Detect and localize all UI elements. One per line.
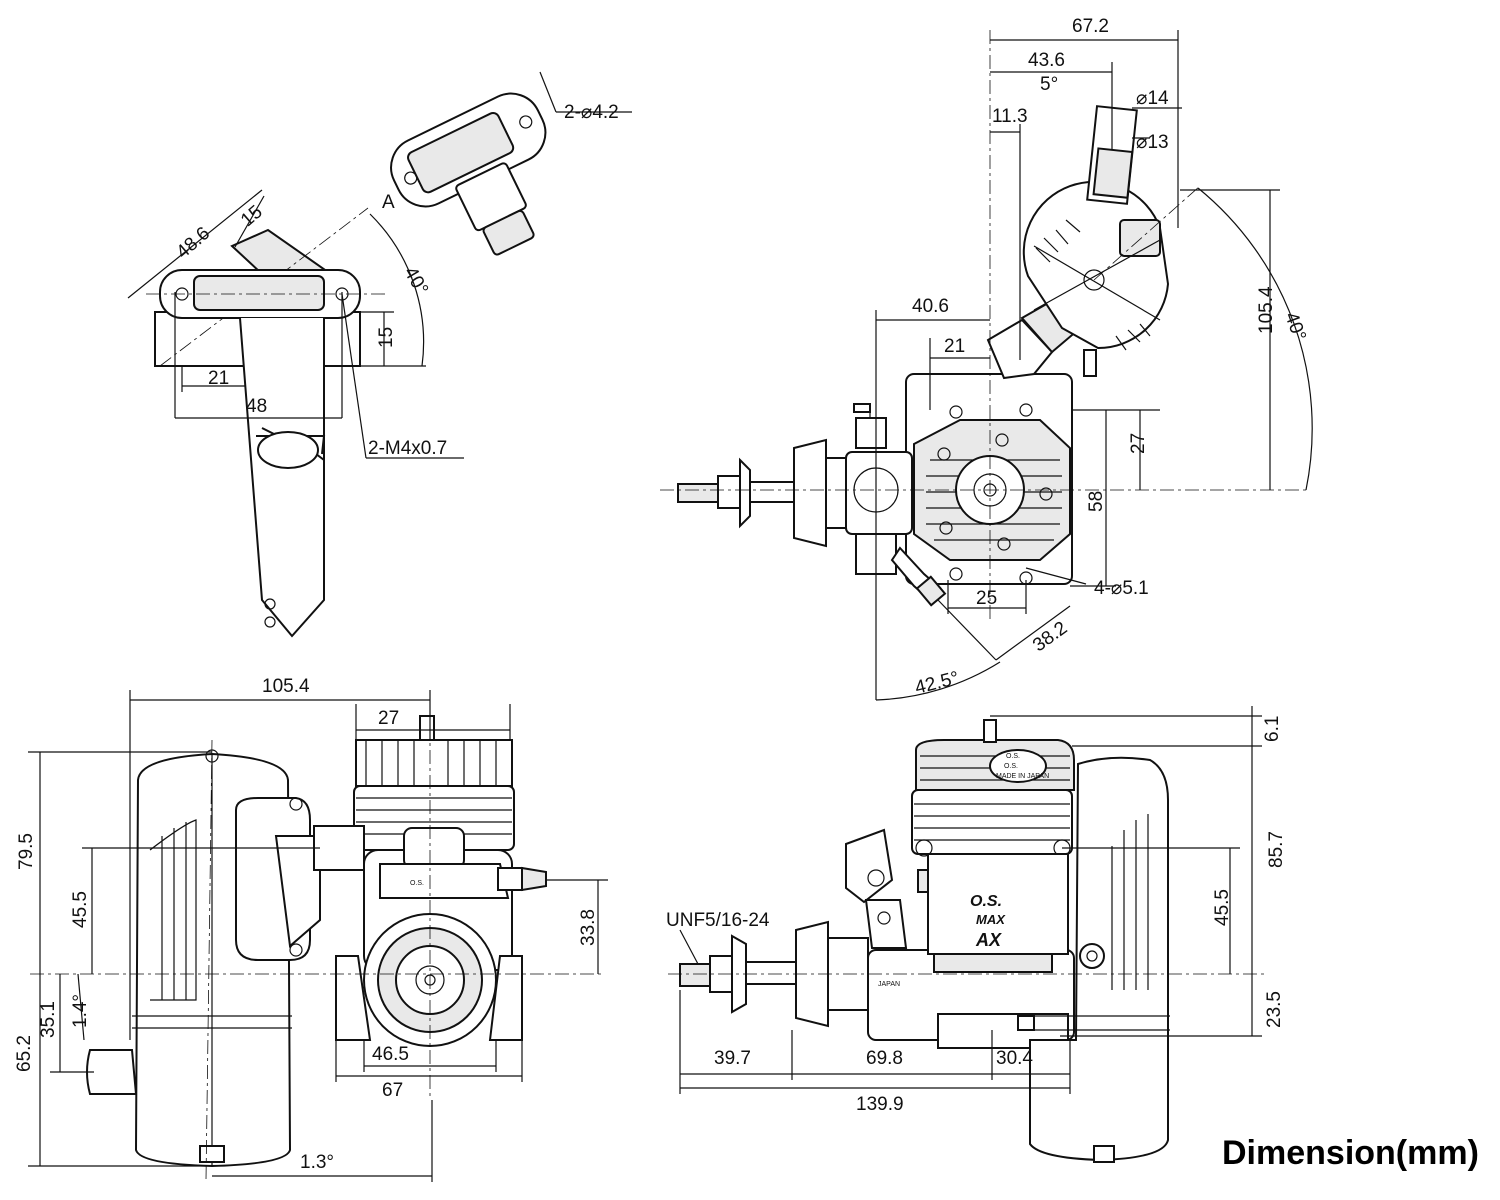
mount-top-view	[390, 71, 632, 256]
brand-logo: O.S.	[1006, 753, 1020, 760]
tr-dim-5deg: 5°	[1040, 74, 1058, 95]
tr-dim-dia13: ⌀13	[1136, 132, 1169, 153]
tr-dim-21: 21	[944, 336, 965, 357]
tr-dim-25: 25	[976, 588, 997, 609]
bl-dim-65-2: 65.2	[14, 1035, 35, 1072]
mount-holes-label: 2-⌀4.2	[564, 102, 619, 123]
mount-point-a: A	[382, 192, 395, 213]
svg-text:O.S.: O.S.	[1004, 763, 1018, 770]
mount-dim-21: 21	[208, 368, 229, 389]
bl-dim-1-3deg: 1.3°	[300, 1152, 334, 1173]
mount-dim-48: 48	[246, 396, 267, 417]
tr-dim-11-3: 11.3	[992, 106, 1028, 127]
br-dim-85-7: 85.7	[1266, 831, 1287, 868]
bl-dim-45-5: 45.5	[70, 891, 91, 928]
br-thread-label: UNF5/16-24	[666, 910, 770, 931]
bl-dim-46-5: 46.5	[372, 1044, 409, 1065]
tr-dim-43-6: 43.6	[1028, 50, 1065, 71]
bl-dim-35-1: 35.1	[38, 1001, 59, 1038]
tr-holes-label: 4-⌀5.1	[1094, 578, 1149, 599]
br-dim-39-7: 39.7	[714, 1048, 751, 1069]
bl-dim-67: 67	[382, 1080, 403, 1101]
svg-text:AX: AX	[975, 930, 1002, 950]
tr-dim-38-2: 38.2	[1029, 618, 1071, 657]
bl-dim-27: 27	[378, 708, 399, 729]
svg-text:JAPAN: JAPAN	[878, 981, 900, 988]
svg-text:O.S.: O.S.	[970, 893, 1002, 910]
engine-front-view	[660, 30, 1313, 701]
bl-dim-105-4: 105.4	[262, 676, 310, 697]
bl-dim-79-5: 79.5	[16, 833, 37, 870]
tr-dim-105-4: 105.4	[1256, 286, 1277, 334]
tr-dim-27: 27	[1128, 433, 1149, 454]
page-title: Dimension(mm)	[1222, 1134, 1479, 1172]
br-dim-69-8: 69.8	[866, 1048, 903, 1069]
brand-made-in: MADE IN JAPAN	[996, 773, 1049, 780]
br-dim-30-4: 30.4	[996, 1048, 1033, 1069]
tr-dim-dia14: ⌀14	[1136, 88, 1169, 109]
bl-dim-33-8: 33.8	[578, 909, 599, 946]
engine-side-view: JAPAN O.S. O.S. MAX AX	[668, 706, 1264, 1163]
mount-dim-15-side: 15	[376, 327, 397, 348]
br-dim-45-5: 45.5	[1212, 889, 1233, 926]
mount-thread-label: 2-M4x0.7	[368, 438, 447, 459]
bl-dim-1-4deg: 1.4°	[70, 994, 91, 1028]
tr-dim-58: 58	[1086, 491, 1107, 512]
tr-dim-40deg: 40°	[1280, 310, 1310, 344]
svg-text:O.S.: O.S.	[410, 880, 424, 887]
svg-text:MAX: MAX	[976, 912, 1006, 927]
tr-dim-40-6: 40.6	[912, 296, 949, 317]
tr-dim-67-2: 67.2	[1072, 16, 1109, 37]
mount-front-view	[146, 269, 464, 638]
br-dim-6-1: 6.1	[1262, 716, 1283, 742]
tr-dim-42-5deg: 42.5°	[913, 668, 961, 699]
br-dim-23-5: 23.5	[1264, 991, 1285, 1028]
br-dim-139-9: 139.9	[856, 1094, 904, 1115]
mount-dim-40deg: 40°	[399, 263, 432, 298]
engine-rear-view: O.S.	[28, 690, 608, 1182]
